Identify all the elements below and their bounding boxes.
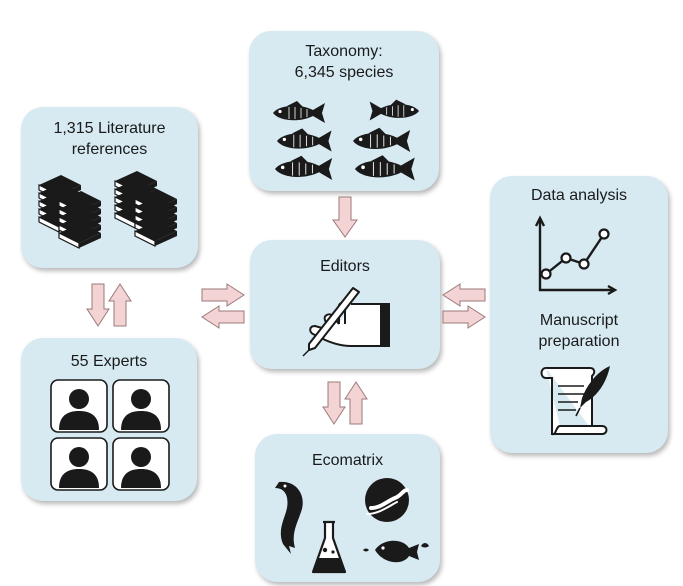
data-analysis-box: Data analysis Manuscript preparation: [490, 176, 668, 453]
arrow-experts-editors: [201, 283, 245, 329]
line-chart-icon: [534, 215, 618, 296]
book-stack-icons: [33, 169, 185, 257]
experts-title: 55 Experts: [70, 353, 148, 370]
manuscript-title-line2: preparation: [538, 333, 620, 350]
taxonomy-title: Taxonomy: 6,345 species: [249, 41, 439, 83]
data-analysis-title: Data analysis: [530, 187, 628, 204]
literature-title: 1,315 Literature references: [21, 118, 198, 160]
ecomatrix-title: Ecomatrix: [311, 452, 384, 469]
manuscript-title: Manuscript preparation: [490, 310, 668, 352]
arrow-literature-experts: [86, 283, 132, 327]
literature-box: 1,315 Literature references: [21, 107, 198, 268]
taxonomy-box: Taxonomy: 6,345 species: [249, 31, 439, 191]
arrow-editors-analysis: [442, 283, 486, 329]
literature-title-line2: references: [71, 141, 148, 158]
ecomatrix-box: Ecomatrix: [255, 434, 440, 582]
hand-writing-icon: [302, 287, 390, 357]
arrow-taxonomy-to-editors: [332, 196, 358, 238]
manuscript-title-line1: Manuscript: [539, 312, 619, 329]
taxonomy-title-line2: 6,345 species: [294, 64, 394, 81]
fish-icons: [272, 99, 420, 182]
arrow-editors-ecomatrix: [322, 381, 368, 425]
experts-box: 55 Experts: [21, 338, 197, 501]
literature-title-line1: 1,315 Literature: [53, 120, 166, 137]
taxonomy-title-line1: Taxonomy:: [305, 43, 383, 60]
person-silhouette-icons: [50, 379, 170, 491]
editors-title: Editors: [320, 258, 370, 275]
scroll-quill-icon: [540, 366, 610, 436]
ecology-icons: [275, 478, 429, 574]
editors-box: Editors: [250, 240, 440, 369]
